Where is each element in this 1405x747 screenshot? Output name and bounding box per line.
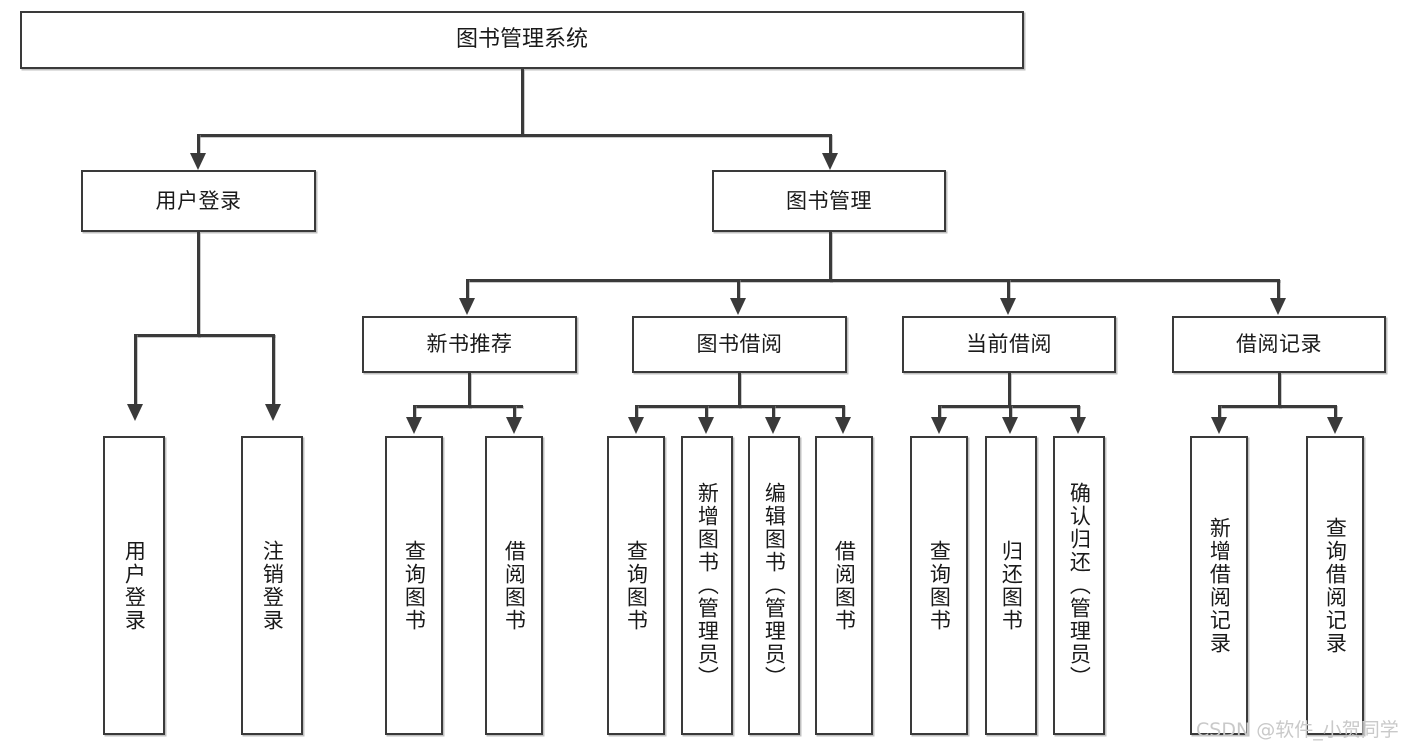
connector-borrow-records-bus bbox=[1218, 405, 1336, 408]
connector-current-borrow-stem bbox=[1008, 373, 1011, 408]
node-label: 新增图书（管理员） bbox=[695, 482, 720, 689]
connector-cb-to-leaf-1 bbox=[938, 405, 941, 420]
node-label: 借阅图书 bbox=[502, 539, 527, 632]
node-label: 查询图书 bbox=[927, 539, 952, 632]
leaf-query-books-borrow[interactable]: 查询图书 bbox=[607, 436, 665, 735]
connector-bb-to-leaf-2 bbox=[705, 405, 708, 420]
node-book-borrowing[interactable]: 图书借阅 bbox=[632, 316, 847, 373]
node-label: 编辑图书（管理员） bbox=[762, 482, 787, 689]
arrowhead-nbr-leaf-2 bbox=[506, 417, 522, 434]
connector-book-management-bus bbox=[466, 279, 1280, 282]
arrowhead-cb-leaf-3 bbox=[1070, 417, 1086, 434]
connector-borrow-records-stem bbox=[1278, 373, 1281, 408]
leaf-user-login[interactable]: 用户登录 bbox=[103, 436, 165, 735]
node-borrowing-records[interactable]: 借阅记录 bbox=[1172, 316, 1386, 373]
connector-bm-to-book-borrow bbox=[737, 279, 740, 301]
node-label: 新书推荐 bbox=[426, 332, 513, 357]
arrowhead-bb-leaf-1 bbox=[628, 417, 644, 434]
node-label: 借阅图书 bbox=[832, 539, 857, 632]
node-label: 图书管理 bbox=[786, 188, 872, 213]
leaf-add-book-admin[interactable]: 新增图书（管理员） bbox=[681, 436, 733, 735]
arrowhead-user-login-leaf-1 bbox=[127, 404, 143, 421]
arrowhead-br-leaf-2 bbox=[1327, 417, 1343, 434]
connector-root-to-book-management bbox=[829, 134, 832, 156]
node-label: 用户登录 bbox=[122, 539, 147, 632]
arrowhead-bm-book-borrow bbox=[730, 298, 746, 315]
arrowhead-bm-new-book-rec bbox=[459, 298, 475, 315]
connector-nbr-to-leaf-1 bbox=[413, 405, 416, 420]
leaf-query-books-current[interactable]: 查询图书 bbox=[910, 436, 968, 735]
arrowhead-bm-current-borrow bbox=[1000, 298, 1016, 315]
node-label: 新增借阅记录 bbox=[1207, 516, 1232, 655]
connector-new-book-rec-bus bbox=[413, 405, 523, 408]
leaf-edit-book-admin[interactable]: 编辑图书（管理员） bbox=[748, 436, 800, 735]
arrowhead-user-login-leaf-2 bbox=[265, 404, 281, 421]
node-new-book-recommendation[interactable]: 新书推荐 bbox=[362, 316, 577, 373]
node-label: 确认归还（管理员） bbox=[1067, 482, 1092, 689]
arrowhead-bb-leaf-3 bbox=[765, 417, 781, 434]
connector-user-login-to-leaf-2 bbox=[272, 334, 275, 406]
connector-bb-to-leaf-4 bbox=[842, 405, 845, 420]
arrowhead-root-to-user-login bbox=[190, 153, 206, 170]
node-label: 图书借阅 bbox=[696, 332, 783, 357]
node-label: 归还图书 bbox=[999, 539, 1024, 632]
leaf-logout[interactable]: 注销登录 bbox=[241, 436, 303, 735]
leaf-query-books-new-rec[interactable]: 查询图书 bbox=[385, 436, 443, 735]
leaf-confirm-return-admin[interactable]: 确认归还（管理员） bbox=[1053, 436, 1105, 735]
node-label: 查询借阅记录 bbox=[1323, 516, 1348, 655]
node-label: 用户登录 bbox=[155, 188, 242, 213]
node-label: 注销登录 bbox=[260, 539, 285, 632]
node-label: 当前借阅 bbox=[966, 332, 1052, 357]
arrowhead-bb-leaf-4 bbox=[835, 417, 851, 434]
connector-book-borrow-stem bbox=[738, 373, 741, 408]
connector-bb-to-leaf-3 bbox=[772, 405, 775, 420]
leaf-query-borrow-record[interactable]: 查询借阅记录 bbox=[1306, 436, 1364, 735]
connector-bm-to-new-book-rec bbox=[466, 279, 469, 301]
connector-user-login-stem bbox=[197, 232, 200, 337]
node-user-login[interactable]: 用户登录 bbox=[81, 170, 316, 232]
leaf-add-borrow-record[interactable]: 新增借阅记录 bbox=[1190, 436, 1248, 735]
connector-root-bus bbox=[197, 134, 831, 137]
connector-root-to-user-login bbox=[197, 134, 200, 156]
connector-bb-to-leaf-1 bbox=[635, 405, 638, 420]
connector-book-management-stem bbox=[829, 232, 832, 282]
connector-br-to-leaf-1 bbox=[1218, 405, 1221, 420]
connector-cb-to-leaf-2 bbox=[1009, 405, 1012, 420]
node-label: 查询图书 bbox=[402, 539, 427, 632]
node-label: 图书管理系统 bbox=[455, 27, 588, 53]
node-current-borrowing[interactable]: 当前借阅 bbox=[902, 316, 1116, 373]
arrowhead-cb-leaf-2 bbox=[1002, 417, 1018, 434]
arrowhead-root-to-book-management bbox=[822, 153, 838, 170]
connector-br-to-leaf-2 bbox=[1334, 405, 1337, 420]
connector-bm-to-current-borrow bbox=[1007, 279, 1010, 301]
connector-root-stem bbox=[521, 69, 524, 136]
leaf-borrow-books[interactable]: 借阅图书 bbox=[815, 436, 873, 735]
node-book-management[interactable]: 图书管理 bbox=[712, 170, 946, 232]
arrowhead-bb-leaf-2 bbox=[698, 417, 714, 434]
connector-new-book-rec-stem bbox=[468, 373, 471, 408]
connector-cb-to-leaf-3 bbox=[1077, 405, 1080, 420]
node-label: 查询图书 bbox=[624, 539, 649, 632]
connector-nbr-to-leaf-2 bbox=[513, 405, 516, 420]
arrowhead-br-leaf-1 bbox=[1211, 417, 1227, 434]
connector-user-login-bus bbox=[134, 334, 275, 337]
arrowhead-bm-borrow-records bbox=[1270, 298, 1286, 315]
connector-bm-to-borrow-records bbox=[1277, 279, 1280, 301]
node-root-book-management-system[interactable]: 图书管理系统 bbox=[20, 11, 1024, 69]
connector-user-login-to-leaf-1 bbox=[134, 334, 137, 406]
node-label: 借阅记录 bbox=[1236, 332, 1322, 357]
leaf-borrow-books-new-rec[interactable]: 借阅图书 bbox=[485, 436, 543, 735]
connector-book-borrow-bus bbox=[635, 405, 844, 408]
leaf-return-books[interactable]: 归还图书 bbox=[985, 436, 1037, 735]
arrowhead-nbr-leaf-1 bbox=[406, 417, 422, 434]
arrowhead-cb-leaf-1 bbox=[931, 417, 947, 434]
